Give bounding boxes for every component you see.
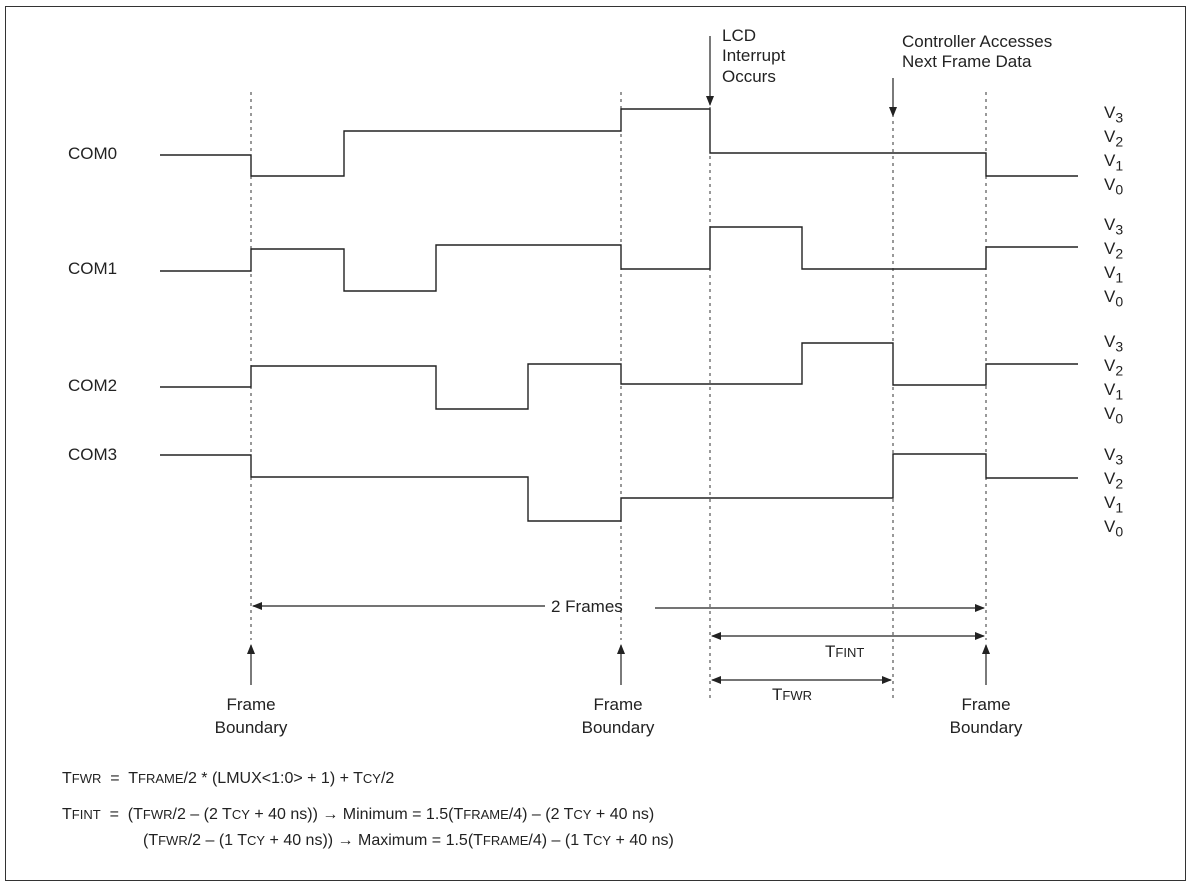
voltage-label: V0 bbox=[1104, 287, 1124, 310]
signal-label-com2: COM2 bbox=[68, 376, 118, 395]
waveform-com0 bbox=[160, 108, 1078, 177]
equation-tfint-minimum: TFINT = (TFWR/2 – (2 TCY + 40 ns)) → Min… bbox=[62, 806, 655, 823]
voltage-label: V3 bbox=[1104, 332, 1124, 355]
signal-label-com1: COM1 bbox=[68, 259, 118, 278]
controller-access-label: Controller Accesses Next Frame Data bbox=[902, 32, 1053, 72]
waveform-com2 bbox=[160, 342, 1078, 410]
frame-boundary-label-3: Frame Boundary bbox=[949, 695, 1023, 737]
waveform-com3 bbox=[160, 453, 1078, 522]
voltage-label: V2 bbox=[1104, 239, 1124, 262]
voltage-label: V0 bbox=[1104, 175, 1124, 198]
voltage-label: V0 bbox=[1104, 517, 1124, 540]
voltage-label: V1 bbox=[1104, 151, 1124, 174]
voltage-label: V3 bbox=[1104, 445, 1124, 468]
lcd-interrupt-label: LCD Interrupt Occurs bbox=[722, 26, 786, 86]
voltage-label: V1 bbox=[1104, 380, 1124, 403]
voltage-label: V1 bbox=[1104, 263, 1124, 286]
frame-boundary-label-1: Frame Boundary bbox=[214, 695, 288, 737]
equation-tfint-maximum: (TFWR/2 – (1 TCY + 40 ns)) → Maximum = 1… bbox=[143, 832, 674, 849]
voltage-label: V1 bbox=[1104, 493, 1124, 516]
signal-label-com3: COM3 bbox=[68, 445, 118, 464]
voltage-label: V3 bbox=[1104, 215, 1124, 238]
waveform-com1 bbox=[160, 226, 1078, 292]
frame-boundary-label-2: Frame Boundary bbox=[581, 695, 655, 737]
two-frames-label: 2 Frames bbox=[551, 597, 623, 616]
voltage-label: V3 bbox=[1104, 103, 1124, 126]
voltage-label: V2 bbox=[1104, 356, 1124, 379]
diagram-frame bbox=[5, 6, 1186, 881]
voltage-label: V2 bbox=[1104, 469, 1124, 492]
signal-label-com0: COM0 bbox=[68, 144, 118, 163]
voltage-label: V0 bbox=[1104, 404, 1124, 427]
equation-tfwr: TFWR = TFRAME/2 * (LMUX<1:0> + 1) + TCY/… bbox=[62, 770, 395, 787]
voltage-label: V2 bbox=[1104, 127, 1124, 150]
tfwr-label: TFWR bbox=[772, 685, 812, 704]
tfint-label: TFINT bbox=[825, 642, 865, 661]
